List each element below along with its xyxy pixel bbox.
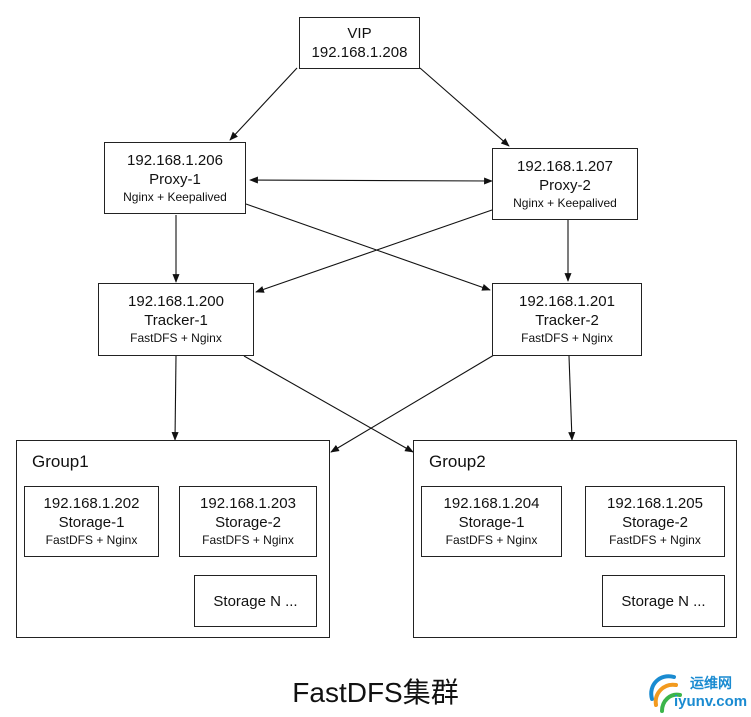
- vip-title: VIP: [347, 25, 372, 42]
- proxy1-box: 192.168.1.206 Proxy-1 Nginx + Keepalived: [104, 142, 246, 214]
- tracker2-name: Tracker-2: [535, 312, 599, 329]
- group2-storage2-box: 192.168.1.205 Storage-2 FastDFS + Nginx: [585, 486, 725, 557]
- watermark-logo: 运维网 iyunv.com: [646, 669, 748, 715]
- watermark-text: 运维网: [690, 675, 732, 691]
- group1-storage2-sub: FastDFS + Nginx: [202, 533, 294, 547]
- group1-storage1-box: 192.168.1.202 Storage-1 FastDFS + Nginx: [24, 486, 159, 557]
- proxy2-box: 192.168.1.207 Proxy-2 Nginx + Keepalived: [492, 148, 638, 220]
- arrow-tracker1-to-group2: [243, 355, 414, 453]
- group1-title: Group1: [32, 452, 89, 471]
- group2-storage1-ip: 192.168.1.204: [443, 495, 540, 512]
- tracker1-ip: 192.168.1.200: [128, 293, 224, 310]
- arrow-vip-to-proxy2: [419, 67, 510, 147]
- proxy2-ip: 192.168.1.207: [517, 157, 613, 175]
- group1-storage2-box: 192.168.1.203 Storage-2 FastDFS + Nginx: [179, 486, 317, 557]
- arrow-tracker1-to-group1: [171, 355, 179, 441]
- tracker2-sub: FastDFS + Nginx: [521, 331, 613, 345]
- tracker1-box: 192.168.1.200 Tracker-1 FastDFS + Nginx: [98, 283, 254, 356]
- proxy1-ip: 192.168.1.206: [127, 151, 223, 169]
- group1-storage-n-label: Storage N ...: [213, 592, 298, 610]
- arrow-proxy2-to-tracker1: [255, 209, 493, 293]
- proxy2-name: Proxy-2: [539, 176, 591, 194]
- group1-storage-n-box: Storage N ...: [194, 575, 317, 627]
- group2-storage2-ip: 192.168.1.205: [607, 495, 703, 512]
- tracker2-ip: 192.168.1.201: [519, 293, 615, 310]
- group1-storage1-ip: 192.168.1.202: [43, 495, 140, 512]
- group1-storage1-name: Storage-1: [58, 514, 125, 531]
- watermark-swirl-icon: [649, 674, 682, 713]
- tracker1-sub: FastDFS + Nginx: [130, 331, 222, 345]
- proxy2-sub: Nginx + Keepalived: [513, 195, 617, 210]
- vip-ip: 192.168.1.208: [311, 44, 408, 61]
- watermark-url: iyunv.com: [674, 693, 748, 710]
- group2-storage-n-label: Storage N ...: [621, 592, 706, 610]
- arrow-tracker2-to-group1: [330, 354, 495, 453]
- group2-storage2-sub: FastDFS + Nginx: [609, 533, 701, 547]
- arrow-proxy1-proxy2: [249, 176, 493, 185]
- tracker1-name: Tracker-1: [144, 312, 208, 329]
- diagram-caption: FastDFS集群: [292, 677, 459, 708]
- proxy1-name: Proxy-1: [149, 170, 201, 188]
- group2-storage1-box: 192.168.1.204 Storage-1 FastDFS + Nginx: [421, 486, 562, 557]
- group1-storage2-ip: 192.168.1.203: [200, 495, 296, 512]
- group1-storage1-sub: FastDFS + Nginx: [45, 533, 138, 547]
- proxy1-sub: Nginx + Keepalived: [123, 189, 227, 204]
- vip-box: VIP 192.168.1.208: [299, 17, 420, 69]
- group2-storage2-name: Storage-2: [622, 514, 688, 531]
- arrow-tracker2-to-group2: [568, 355, 576, 441]
- group2-storage1-name: Storage-1: [458, 514, 525, 531]
- group1-storage2-name: Storage-2: [215, 514, 281, 531]
- arrow-proxy1-to-tracker2: [245, 203, 491, 291]
- group2-storage-n-box: Storage N ...: [602, 575, 725, 627]
- group2-storage1-sub: FastDFS + Nginx: [445, 533, 538, 547]
- tracker2-box: 192.168.1.201 Tracker-2 FastDFS + Nginx: [492, 283, 642, 356]
- group2-title: Group2: [429, 452, 486, 471]
- arrow-vip-to-proxy1: [229, 67, 298, 141]
